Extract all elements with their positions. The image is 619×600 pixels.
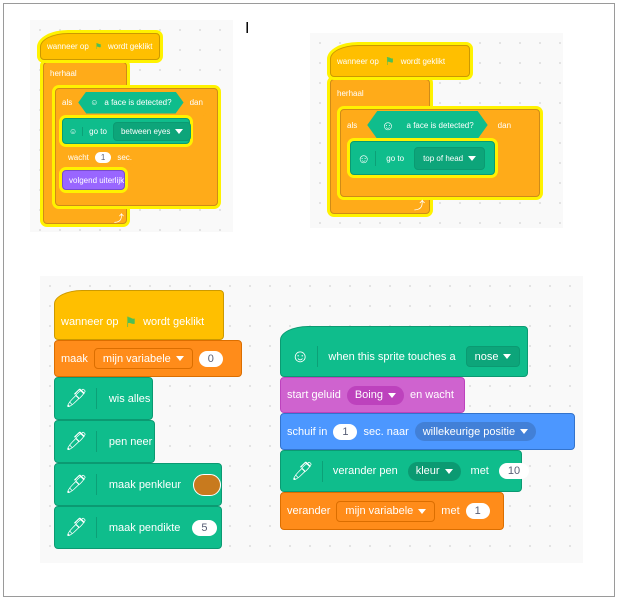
- clear-label: wis alles: [108, 392, 151, 405]
- goto-block[interactable]: ☺ go to between eyes: [62, 118, 192, 144]
- face-detected-condition[interactable]: ☺ a face is detected?: [78, 92, 183, 114]
- condition-label: a face is detected?: [406, 120, 474, 130]
- sound-value: Boing: [354, 389, 383, 401]
- goto-label: go to: [386, 153, 405, 163]
- pen-icon: 🖊: [61, 431, 97, 452]
- set-label: maak: [61, 352, 88, 365]
- feature-value: nose: [474, 350, 499, 363]
- glide-target-value: willekeurige positie: [422, 425, 516, 438]
- sound-dropdown[interactable]: Boing: [346, 385, 404, 405]
- change-pen-block[interactable]: 🖊 verander pen kleur met 10: [280, 450, 530, 492]
- play-sound-block[interactable]: start geluid Boing en wacht: [280, 377, 465, 413]
- goto-target-value: between eyes: [120, 126, 171, 136]
- goto-target-value: top of head: [423, 153, 464, 163]
- hat-label: wanneer op: [61, 316, 119, 328]
- next-costume-block[interactable]: volgend uiterlijk: [62, 170, 125, 190]
- face-detected-condition[interactable]: ☺ a face is detected?: [367, 111, 487, 139]
- change-value-input[interactable]: 1: [465, 503, 490, 519]
- script-panel-2: herhaal als ☺ a face is detected? dan ☺ go…: [310, 33, 563, 228]
- repeat-label: herhaal: [337, 88, 364, 98]
- wait-label: en wacht: [409, 389, 454, 401]
- green-flag-icon: ⚑: [384, 55, 395, 68]
- face-sensing-icon: ☺: [90, 98, 99, 107]
- goto-target-dropdown[interactable]: top of head: [414, 146, 486, 170]
- sec-label: sec.: [117, 152, 133, 162]
- sound-label: start geluid: [287, 389, 341, 401]
- when-flag-clicked-hat[interactable]: wanneer op ⚑ wordt geklikt: [54, 290, 224, 340]
- set-value-input[interactable]: 0: [198, 350, 223, 367]
- glide-label: schuif in: [287, 425, 328, 438]
- variable-value: mijn variabele: [102, 352, 171, 365]
- loop-arrow-icon: ⤴: [114, 214, 124, 225]
- script-panel-1: herhaal als ☺ a face is detected? dan ☺ go…: [30, 20, 233, 232]
- change-pen-input[interactable]: 10: [498, 463, 530, 479]
- feature-dropdown[interactable]: nose: [465, 346, 521, 367]
- then-label: dan: [497, 120, 512, 130]
- hat-label-2: wordt geklikt: [400, 56, 446, 66]
- if-label: als: [347, 120, 358, 130]
- hat-label: wanneer op: [47, 42, 89, 51]
- glide-target-dropdown[interactable]: willekeurige positie: [414, 422, 537, 441]
- face-sensing-icon: ☺: [69, 126, 84, 136]
- change-label: verander: [287, 505, 331, 517]
- wait-label: wacht: [68, 152, 89, 162]
- clear-block[interactable]: 🖊 wis alles: [54, 377, 153, 420]
- hat-label-2: wordt geklikt: [107, 42, 153, 51]
- repeat-label: herhaal: [50, 68, 77, 78]
- set-pen-size-label: maak pendikte: [108, 521, 181, 534]
- variable-dropdown[interactable]: mijn variabele: [93, 348, 193, 369]
- hat-label-2: wordt geklikt: [143, 316, 205, 328]
- hat-label: when this sprite touches a: [328, 350, 456, 363]
- face-sensing-icon: ☺: [381, 117, 395, 133]
- pen-param-dropdown[interactable]: kleur: [407, 461, 461, 481]
- next-costume-label: volgend uiterlijk: [69, 175, 125, 185]
- frame: [3, 3, 615, 597]
- by-label: met: [441, 505, 460, 517]
- sec-to-label: sec. naar: [363, 425, 409, 438]
- pen-down-label: pen neer: [108, 435, 153, 448]
- pen-icon: 🖊: [61, 474, 97, 495]
- loop-arrow-icon: ⤴: [414, 200, 425, 212]
- green-flag-icon: ⚑: [94, 42, 102, 51]
- glide-seconds-input[interactable]: 1: [333, 423, 358, 440]
- set-pen-size-block[interactable]: 🖊 maak pendikte 5: [54, 506, 222, 549]
- pen-icon: 🖊: [61, 517, 97, 538]
- variable-value: mijn variabele: [345, 505, 414, 517]
- pen-size-input[interactable]: 5: [192, 519, 217, 536]
- goto-block[interactable]: ☺ go to top of head: [350, 141, 495, 175]
- set-pen-color-block[interactable]: 🖊 maak penkleur: [54, 463, 222, 506]
- face-sensing-icon: ☺: [287, 346, 319, 367]
- goto-label: go to: [89, 126, 107, 136]
- change-pen-label: verander pen: [332, 465, 398, 477]
- hat-label: wanneer op: [337, 56, 379, 66]
- wait-seconds-input[interactable]: 1: [94, 151, 112, 163]
- by-label: met: [470, 465, 489, 477]
- change-variable-block[interactable]: verander mijn variabele met 1: [280, 492, 504, 530]
- pen-icon: 🖊: [287, 460, 323, 482]
- green-flag-icon: ⚑: [124, 313, 138, 330]
- set-pen-color-label: maak penkleur: [108, 478, 182, 491]
- wait-block[interactable]: wacht 1 sec.: [62, 147, 133, 167]
- when-flag-clicked-hat[interactable]: wanneer op ⚑ wordt geklikt: [40, 33, 160, 60]
- pen-param-value: kleur: [415, 465, 440, 477]
- if-label: als: [62, 98, 73, 107]
- then-label: dan: [189, 98, 203, 107]
- when-flag-clicked-hat[interactable]: wanneer op ⚑ wordt geklikt: [330, 45, 470, 77]
- when-sprite-touches-hat[interactable]: ☺ when this sprite touches a nose: [280, 326, 528, 377]
- goto-target-dropdown[interactable]: between eyes: [112, 121, 192, 141]
- glide-block[interactable]: schuif in 1 sec. naar willekeurige positie: [280, 413, 575, 450]
- face-sensing-icon: ☺: [357, 150, 377, 166]
- variable-dropdown[interactable]: mijn variabele: [336, 500, 436, 522]
- condition-label: a face is detected?: [104, 98, 172, 107]
- script-panel-3: wanneer op ⚑ wordt geklikt maak mijn variab…: [40, 276, 583, 563]
- set-variable-block[interactable]: maak mijn variabele 0: [54, 340, 242, 377]
- text-cursor: I: [245, 20, 250, 37]
- pen-color-swatch[interactable]: [193, 473, 221, 496]
- pen-icon: 🖊: [61, 388, 97, 409]
- pen-down-block[interactable]: 🖊 pen neer: [54, 420, 155, 463]
